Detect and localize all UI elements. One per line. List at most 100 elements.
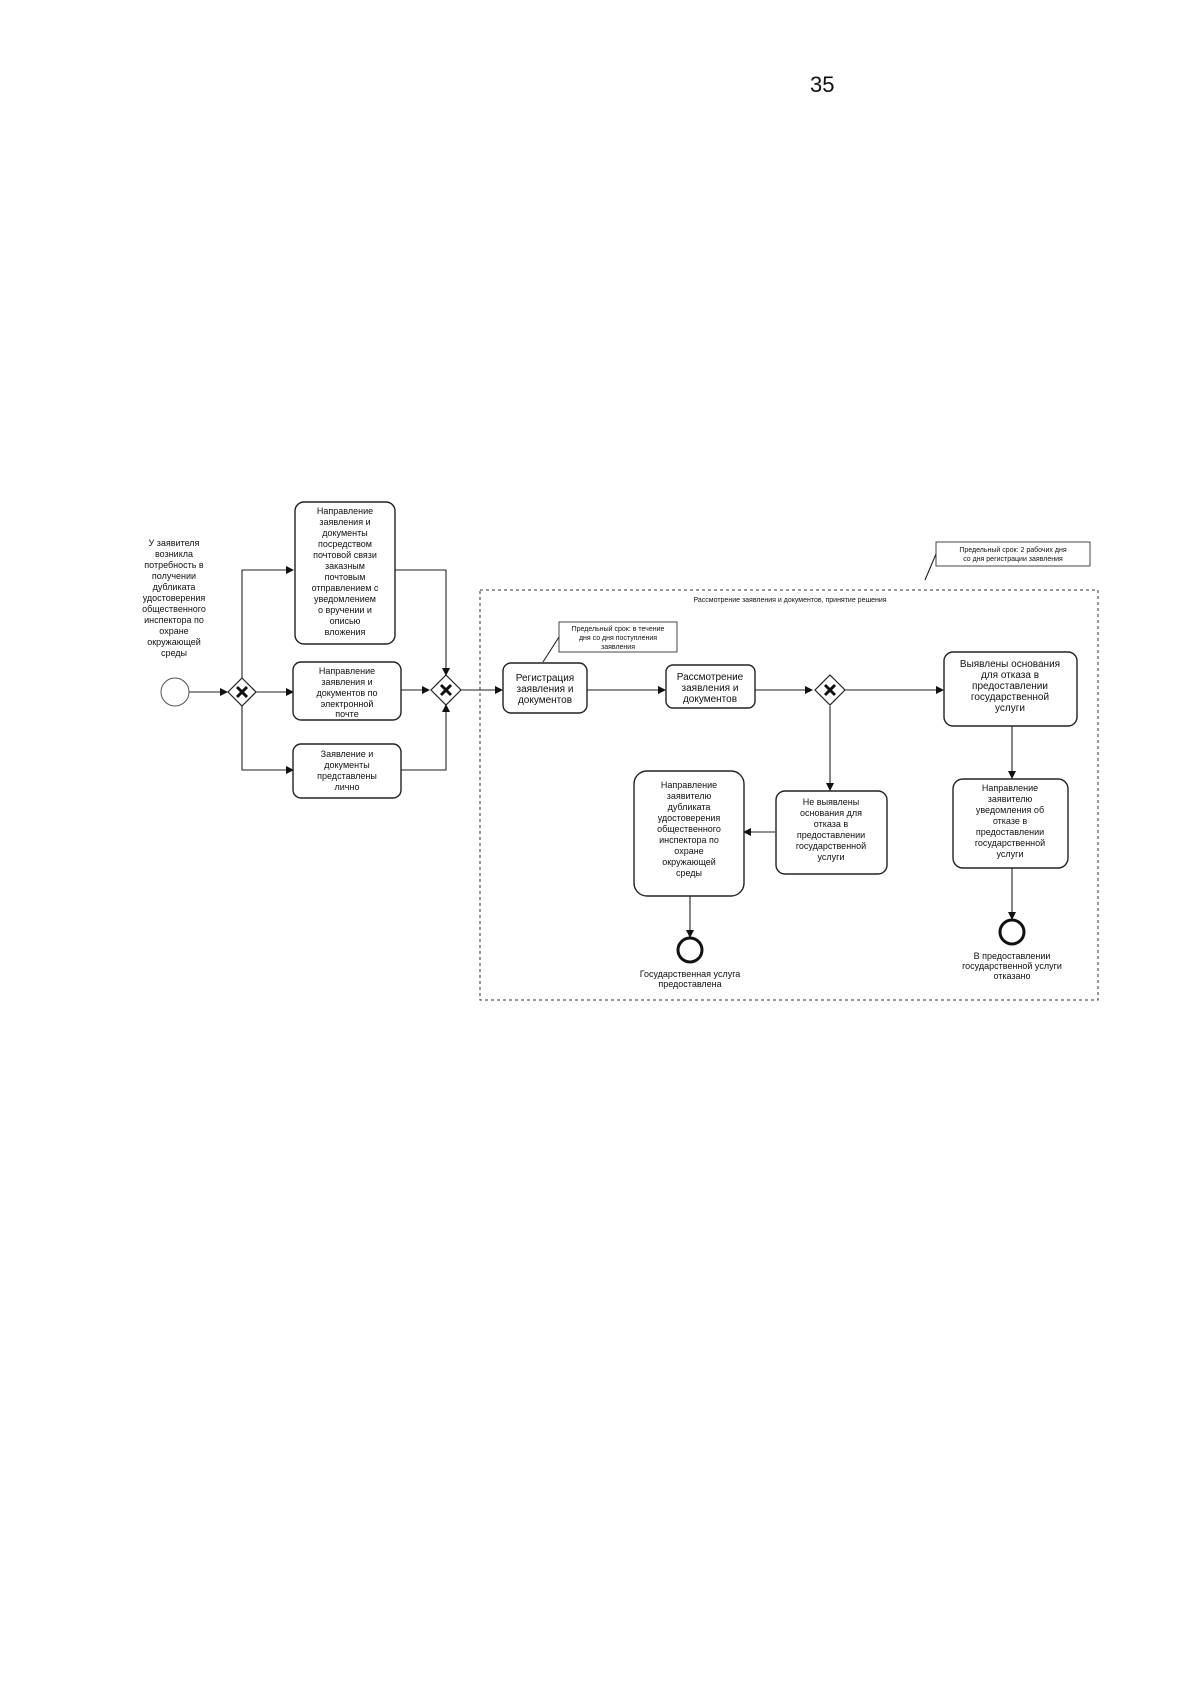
svg-text:государственной: государственной [971, 692, 1049, 703]
svg-text:дубликата: дубликата [153, 582, 196, 592]
subprocess-frame [479, 589, 1099, 1001]
svg-text:документов: документов [518, 695, 572, 706]
svg-text:удостоверения: удостоверения [658, 813, 721, 823]
svg-text:Регистрация: Регистрация [516, 673, 574, 684]
svg-text:основания для: основания для [800, 808, 862, 818]
svg-text:почте: почте [335, 709, 358, 719]
svg-text:предоставлении: предоставлении [972, 681, 1048, 692]
svg-text:Заявление и: Заявление и [321, 749, 374, 759]
task-submitted-in-person: Заявление и документы представлены лично [292, 743, 402, 799]
svg-text:дубликата: дубликата [668, 802, 711, 812]
svg-text:дня со дня поступления: дня со дня поступления [579, 635, 657, 642]
svg-text:услуги: услуги [818, 852, 845, 862]
svg-text:В предоставлении: В предоставлении [974, 951, 1051, 961]
svg-text:услуги: услуги [995, 703, 1025, 714]
svg-text:охране: охране [159, 626, 188, 636]
flow-split-to-personal [241, 706, 294, 774]
flow-post-to-merge [395, 569, 450, 676]
svg-text:электронной: электронной [321, 699, 374, 709]
svg-text:заявления и: заявления и [321, 677, 372, 687]
svg-text:почтовым: почтовым [325, 572, 366, 582]
svg-text:Предельный срок: в течение: Предельный срок: в течение [572, 625, 665, 633]
task-refusal-grounds-not-found: Не выявлены основания для отказа в предо… [775, 790, 888, 875]
svg-text:о вручении и: о вручении и [318, 605, 372, 615]
svg-text:предоставлении: предоставлении [797, 830, 865, 840]
svg-text:заявления и: заявления и [682, 683, 739, 694]
svg-text:вложения: вложения [325, 627, 366, 637]
svg-text:заявителю: заявителю [667, 791, 712, 801]
start-event [160, 677, 190, 707]
svg-text:отказе в: отказе в [993, 816, 1028, 826]
svg-text:Предельный срок: 2 рабочих дня: Предельный срок: 2 рабочих дня [959, 546, 1066, 554]
task-send-by-email: Направление заявления и документов по эл… [292, 661, 402, 721]
svg-text:Направление: Направление [982, 783, 1038, 793]
svg-text:предоставлении: предоставлении [976, 827, 1044, 837]
end-event-provided [676, 936, 704, 964]
svg-text:предоставлена: предоставлена [658, 979, 721, 989]
svg-text:почтовой связи: почтовой связи [313, 550, 377, 560]
svg-text:документы: документы [322, 528, 367, 538]
end-event-refused-label: В предоставлении государственной услуги … [962, 951, 1062, 981]
svg-text:заявителю: заявителю [988, 794, 1033, 804]
svg-text:описью: описью [330, 616, 361, 626]
svg-text:отказано: отказано [993, 971, 1030, 981]
svg-text:инспектора по: инспектора по [659, 835, 719, 845]
gateway-decision [814, 674, 846, 706]
page-number: 35 [810, 72, 835, 97]
task-review: Рассмотрение заявления и документов [665, 664, 756, 709]
svg-text:отказа в: отказа в [814, 819, 849, 829]
end-event-refused [998, 918, 1026, 946]
task-refusal-grounds-found: Выявлены основания для отказа в предоста… [943, 651, 1078, 727]
svg-text:получении: получении [152, 571, 196, 581]
svg-text:услуги: услуги [997, 849, 1024, 859]
svg-text:заявления и: заявления и [517, 684, 574, 695]
task-registration: Регистрация заявления и документов [502, 662, 588, 714]
svg-text:государственной: государственной [975, 838, 1045, 848]
svg-text:посредством: посредством [318, 539, 372, 549]
svg-text:лично: лично [335, 782, 360, 792]
svg-text:охране: охране [674, 846, 703, 856]
svg-text:государственной услуги: государственной услуги [962, 961, 1062, 971]
sequence-flows [188, 566, 1016, 938]
svg-text:У заявителя: У заявителя [149, 538, 200, 548]
svg-text:Государственная услуга: Государственная услуга [640, 969, 741, 979]
svg-text:представлены: представлены [317, 771, 377, 781]
end-event-provided-label: Государственная услуга предоставлена [640, 969, 741, 989]
svg-text:Направление: Направление [319, 666, 375, 676]
svg-text:документы: документы [324, 760, 369, 770]
svg-text:государственной: государственной [796, 841, 866, 851]
svg-text:заявления: заявления [601, 644, 635, 651]
svg-text:Направление: Направление [317, 506, 373, 516]
flow-personal-to-merge [401, 704, 450, 771]
task-send-by-post: Направление заявления и документы посред… [294, 501, 396, 645]
svg-text:удостоверения: удостоверения [143, 593, 206, 603]
svg-text:Рассмотрение: Рассмотрение [677, 672, 744, 683]
svg-text:отправлением с: отправлением с [312, 583, 379, 593]
svg-text:потребность в: потребность в [144, 560, 204, 570]
svg-text:среды: среды [676, 868, 702, 878]
svg-text:документов: документов [683, 694, 737, 705]
svg-text:среды: среды [161, 648, 187, 658]
svg-text:заявления и: заявления и [319, 517, 370, 527]
svg-text:уведомлением: уведомлением [314, 594, 376, 604]
svg-text:документов по: документов по [316, 688, 377, 698]
task-notify-refusal: Направление заявителю уведомления об отк… [952, 778, 1069, 869]
svg-text:общественного: общественного [657, 824, 721, 834]
svg-text:заказным: заказным [325, 561, 365, 571]
gateway-merge [430, 674, 462, 706]
svg-text:Выявлены основания: Выявлены основания [960, 659, 1060, 670]
svg-text:уведомления об: уведомления об [976, 805, 1044, 815]
svg-text:Направление: Направление [661, 780, 717, 790]
svg-text:со дня регистрации заявления: со дня регистрации заявления [963, 556, 1063, 563]
svg-text:окружающей: окружающей [662, 857, 716, 867]
svg-text:возникла: возникла [155, 549, 193, 559]
subprocess-title: Рассмотрение заявления и документов, при… [693, 597, 886, 604]
annotation-registration-deadline: Предельный срок: в течение дня со дня по… [542, 621, 678, 663]
svg-text:для отказа в: для отказа в [981, 670, 1039, 681]
annotation-total-deadline: Предельный срок: 2 рабочих дня со дня ре… [924, 541, 1091, 581]
svg-text:окружающей: окружающей [147, 637, 201, 647]
gateway-split [227, 677, 257, 707]
start-event-label: У заявителя возникла потребность в получ… [142, 538, 206, 658]
flow-split-to-post [241, 566, 294, 678]
